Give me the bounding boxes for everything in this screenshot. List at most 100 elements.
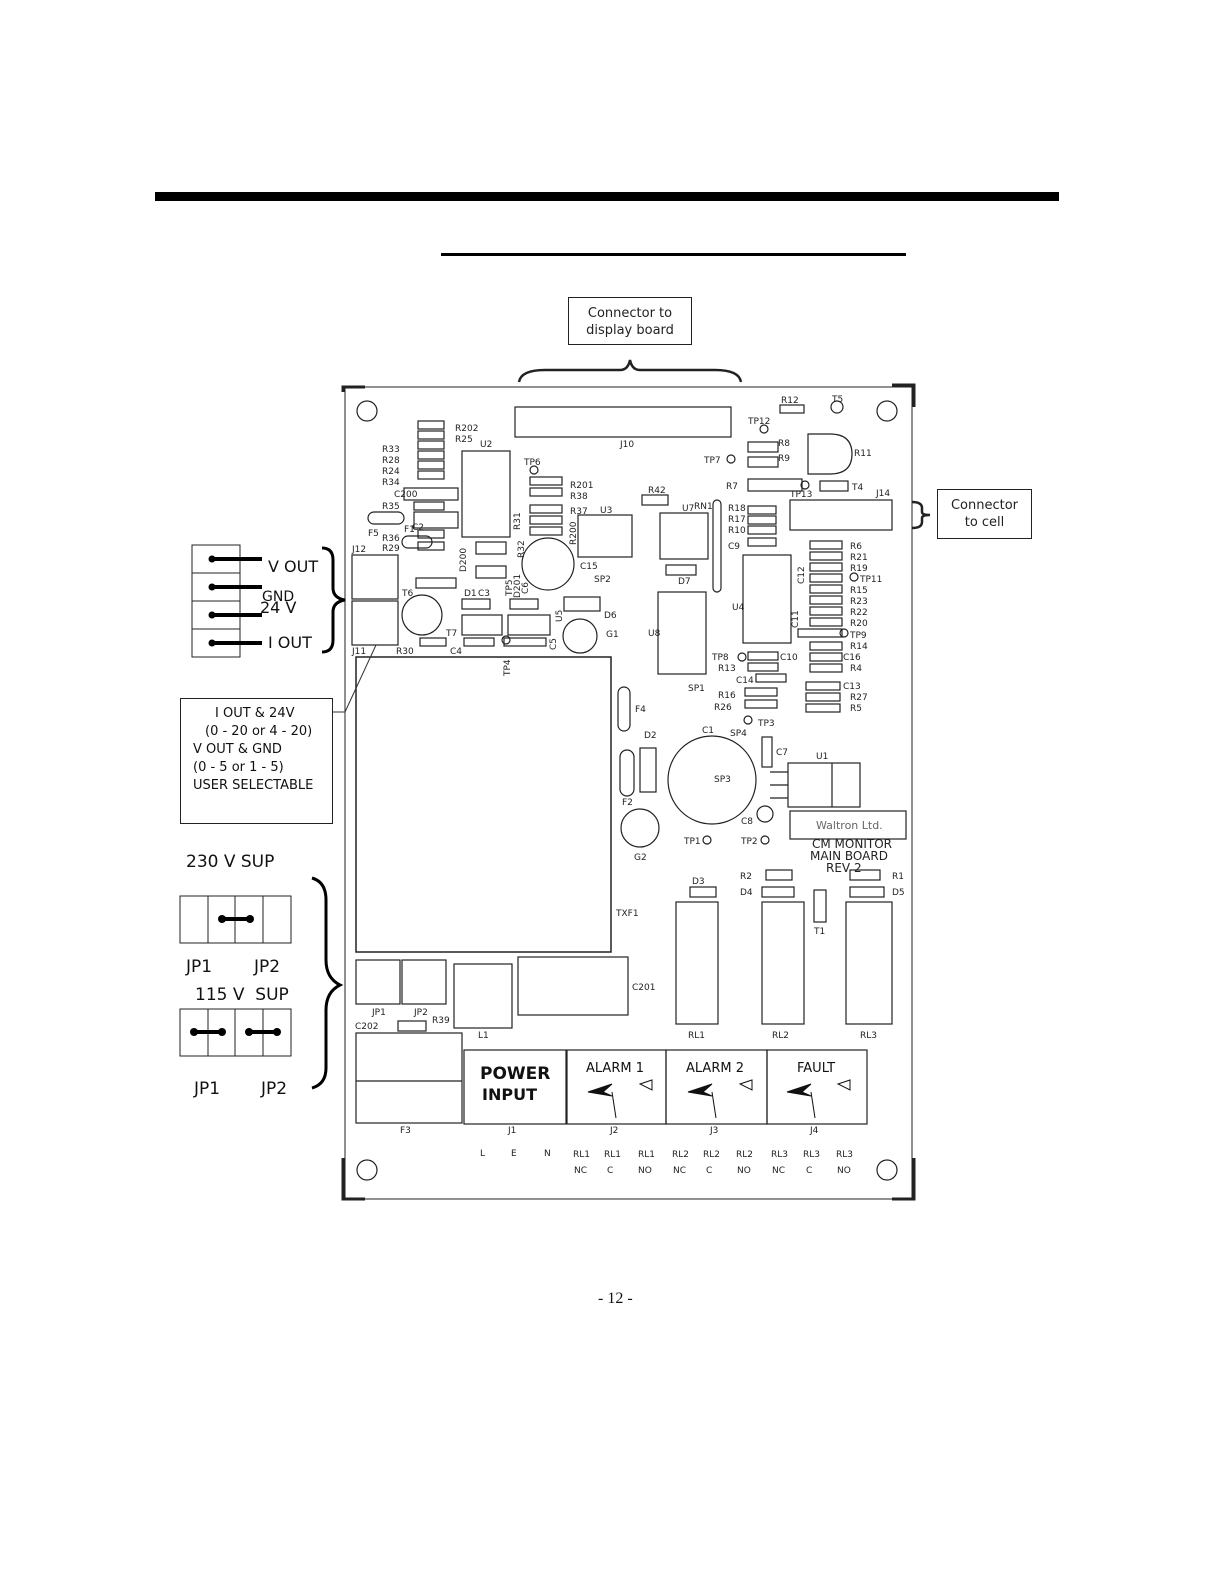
label-r20: R20 [850,619,868,629]
label-tp11: TP11 [859,575,882,585]
rl3-relay [845,901,893,1025]
g2-capacitor [620,808,660,848]
jp1-label: JP1 [194,1079,221,1099]
legend-line: USER SELECTABLE [193,778,314,793]
c1-capacitor [667,735,757,825]
terminal-nc-3: NC [772,1166,785,1176]
u4-ic [742,554,792,644]
terminal-rl3-c: RL3 [803,1150,820,1160]
input-label: INPUT [482,1085,537,1104]
terminal-no-3: NO [837,1166,851,1176]
label-f5: F5 [368,529,379,539]
label-j3: J3 [709,1126,718,1136]
j12-connector [351,554,399,600]
label-c4: C4 [450,647,462,657]
label-r38: R38 [570,492,588,502]
label-j4: J4 [809,1126,819,1136]
g1-capacitor [562,618,598,654]
terminal-c-2: C [706,1166,712,1176]
terminal-rl1-no: RL1 [638,1150,655,1160]
callout-line: Connector [950,498,1019,513]
label-tp6: TP6 [523,458,541,468]
mount-hole [876,400,898,422]
title-underline [441,253,906,256]
terminal-nc-1: NC [574,1166,587,1176]
label-t1: T1 [813,927,825,937]
label-r34: R34 [382,478,400,488]
j11-connector [351,600,399,646]
label-r18: R18 [728,504,746,514]
rl2-relay [761,901,805,1025]
j1-power-input [463,1049,567,1125]
terminal-rl2-c: RL2 [703,1150,720,1160]
label-c202: C202 [355,1022,378,1032]
label-sp3: SP3 [714,775,731,785]
label-tp9: TP9 [849,631,867,641]
label-j10: J10 [619,440,634,450]
u1-regulator [787,762,861,808]
terminal-rl1-c: RL1 [604,1150,621,1160]
terminal-c-3: C [806,1166,812,1176]
label-j1: J1 [507,1126,516,1136]
label-d4: D4 [740,888,753,898]
legend-line: (0 - 5 or 1 - 5) [193,760,284,775]
label-l1: L1 [478,1031,489,1041]
label-d2: D2 [644,731,657,741]
label-r42: R42 [648,486,666,496]
label-r36: R36 [382,534,400,544]
gnd-label: GND [262,589,294,605]
label-j12: J12 [351,545,366,555]
label-f3: F3 [400,1126,411,1136]
mount-hole [876,1159,898,1181]
terminal-rl3-no: RL3 [836,1150,853,1160]
mount-hole [356,400,378,422]
jp1-label: JP1 [186,957,213,977]
label-r24: R24 [382,467,400,477]
c15-capacitor [521,537,575,591]
label-r13: R13 [718,664,736,674]
terminal-no-2: NO [737,1166,751,1176]
terminal-nc-2: NC [673,1166,686,1176]
label-r29: R29 [382,544,400,554]
terminal-no-1: NO [638,1166,652,1176]
sup-230-label: 230 V SUP [186,852,275,872]
u8-ic [657,591,707,675]
label-r17: R17 [728,515,746,525]
label-r2: R2 [740,872,752,882]
c201-capacitor [517,956,629,1016]
label-r27: R27 [850,693,868,703]
t6-transistor [401,594,443,636]
label-rl3: RL3 [860,1031,877,1041]
jp2-label: JP2 [261,1079,288,1099]
label-r22: R22 [850,608,868,618]
jp2-label: JP2 [254,957,281,977]
label-r32: R32 [517,540,527,558]
label-tp5: TP5 [505,579,515,597]
label-d200: D200 [459,548,469,572]
label-c1: C1 [702,726,714,736]
fault-label: FAULT [797,1061,835,1076]
label-r31: R31 [513,512,523,530]
label-r9: R9 [778,454,790,464]
label-t7: T7 [445,629,457,639]
page-number: - 12 - [598,1290,633,1307]
board-title-2: MAIN BOARD [810,849,888,863]
label-c12: C12 [797,566,807,584]
v24-label: 24 V [260,598,296,617]
label-r19: R19 [850,564,868,574]
u2-ic [461,450,511,538]
label-r21: R21 [850,553,868,563]
label-g2: G2 [634,853,647,863]
label-t6: T6 [401,589,413,599]
txf1-transformer [355,656,612,953]
j14-connector [789,499,893,531]
label-c15: C15 [580,562,598,572]
label-r10: R10 [728,526,746,536]
label-g1: G1 [606,630,619,640]
label-d3: D3 [692,877,705,887]
callout-line: to cell [964,515,1005,530]
label-r15: R15 [850,586,868,596]
label-tp13: TP13 [789,490,812,500]
alarm1-label: ALARM 1 [586,1061,644,1076]
